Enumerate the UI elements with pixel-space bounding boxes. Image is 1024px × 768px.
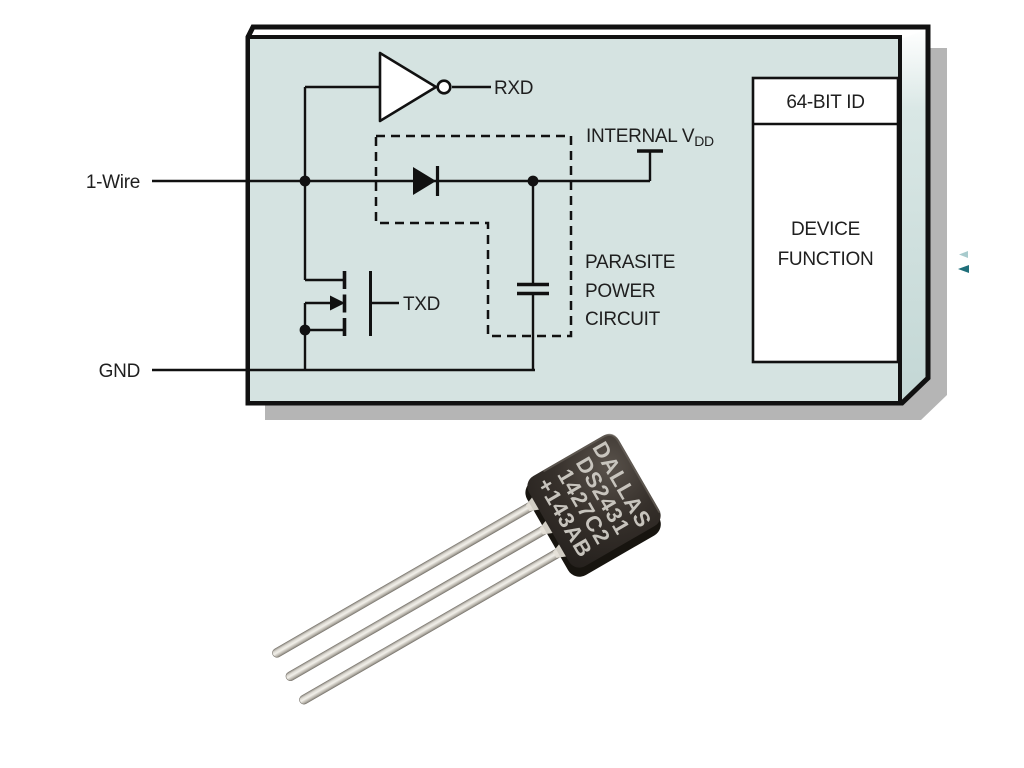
- mosfet-body-arrowhead: [330, 295, 345, 311]
- chip-photo: DALLAS DS2431 1427C2 +143AB: [272, 433, 661, 705]
- artifact-mark-light: [959, 251, 968, 258]
- internal-vdd-text: INTERNAL V: [586, 126, 695, 147]
- inverter-gate-icon: [378, 51, 452, 123]
- chip-body-rim-highlight: [543, 433, 661, 513]
- chip-lead-stub-3: [552, 544, 566, 558]
- chip-lead-stub-2: [539, 520, 553, 535]
- junction-dot-source: [299, 324, 311, 336]
- one-wire-label: 1-Wire: [86, 172, 140, 193]
- mosfet-icon: [342, 271, 372, 336]
- junction-dot-1wire: [299, 175, 311, 187]
- diagram-slab-side: [900, 29, 928, 402]
- inverter-triangle: [378, 51, 438, 123]
- gnd-label: GND: [99, 361, 140, 382]
- parasite-power-dashed-box: [374, 134, 573, 338]
- parasite-power-line1: PARASITE: [585, 252, 675, 273]
- artifact-mark-dark: [958, 265, 969, 273]
- device-function-line1: DEVICE: [791, 219, 860, 240]
- chip-leads: [272, 495, 574, 705]
- parasite-power-line2: POWER: [585, 281, 655, 302]
- page-artifact-marks: [958, 251, 969, 273]
- parasite-power-label: PARASITE POWER CIRCUIT: [585, 252, 675, 330]
- parasite-power-line3: CIRCUIT: [585, 309, 661, 330]
- wires: [152, 85, 663, 372]
- internal-vdd-subscript: DD: [694, 133, 714, 149]
- internal-vdd-label: INTERNAL VDD: [586, 126, 714, 149]
- chip-body: [527, 434, 661, 568]
- rxd-label: RXD: [494, 78, 533, 99]
- id-block-header: 64-BIT ID: [786, 92, 864, 113]
- id-function-box: [751, 76, 900, 364]
- device-function-line2: FUNCTION: [778, 249, 874, 270]
- chip-lead-stubs: [525, 497, 566, 558]
- chip-lead-2: [285, 518, 561, 682]
- capacitor-icon: [517, 282, 549, 296]
- id-function-block: 64-BIT ID DEVICE FUNCTION: [751, 76, 900, 364]
- chip-marking: DALLAS DS2431 1427C2 +143AB: [532, 437, 656, 562]
- diode-anode-triangle: [413, 167, 436, 195]
- chip-lead-stub-1: [525, 497, 539, 512]
- block-diagram: 64-BIT ID DEVICE FUNCTION 1-Wire GND RXD…: [86, 24, 947, 420]
- junction-dot-diode-out: [527, 175, 539, 187]
- diode-icon: [413, 166, 440, 196]
- txd-label: TXD: [403, 294, 440, 315]
- inverter-bubble: [436, 79, 452, 95]
